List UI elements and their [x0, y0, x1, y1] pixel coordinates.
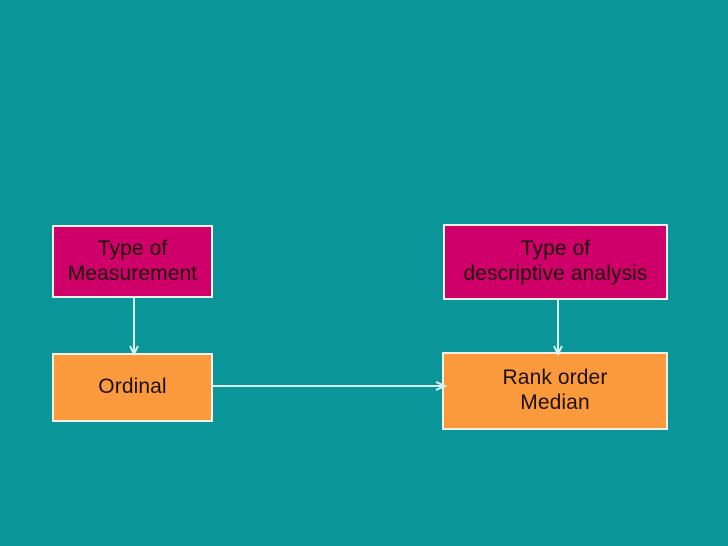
arrow-right-ordinal-to-rank-order-icon [213, 378, 448, 394]
box-ordinal-label: Ordinal [98, 375, 167, 399]
box-rank-order-median-label: Rank order Median [502, 366, 608, 414]
arrow-down-analysis-to-rank-order-icon [550, 298, 566, 357]
header-type-of-measurement[interactable]: Type of Measurement [52, 225, 213, 298]
header-type-of-descriptive-analysis-label: Type of descriptive analysis [463, 237, 648, 285]
arrow-down-measurement-to-ordinal-icon [126, 296, 142, 357]
header-type-of-descriptive-analysis[interactable]: Type of descriptive analysis [443, 224, 668, 300]
box-rank-order-median[interactable]: Rank order Median [442, 352, 668, 430]
header-type-of-measurement-label: Type of Measurement [67, 236, 198, 285]
box-ordinal[interactable]: Ordinal [52, 353, 213, 422]
